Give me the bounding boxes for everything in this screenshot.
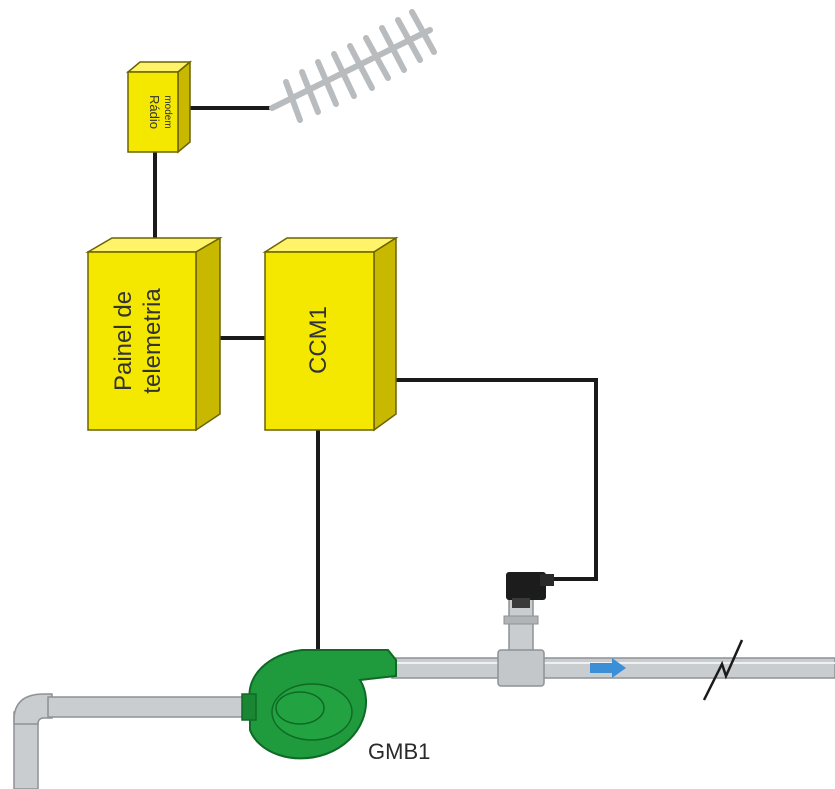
telemetry-panel-label-2: telemetria (139, 288, 166, 394)
radio-modem-box: Rádio modem (125, 60, 193, 154)
suction-pipe-vertical (13, 711, 39, 789)
centrifugal-pump-icon (241, 649, 397, 760)
pipe-tee (497, 649, 545, 687)
suction-pipe-elbow (13, 693, 53, 725)
radio-modem-label-2: modem (162, 95, 173, 128)
yagi-antenna-icon (269, 9, 437, 123)
pump-label: GMB1 (368, 739, 430, 764)
ccm1-box: CCM1 (262, 236, 399, 432)
pressure-transmitter-icon (506, 572, 554, 608)
telemetry-panel-label-1: Painel de (110, 291, 137, 391)
flow-arrow-icon (590, 658, 626, 678)
wire-ccm-sensor (396, 378, 598, 581)
ccm1-label: CCM1 (305, 306, 332, 374)
suction-pipe-horizontal (47, 696, 249, 718)
pipe-break-icon (702, 639, 744, 701)
telemetry-panel-box: Painel de telemetria (85, 236, 223, 432)
radio-modem-label-1: Rádio (147, 95, 162, 129)
